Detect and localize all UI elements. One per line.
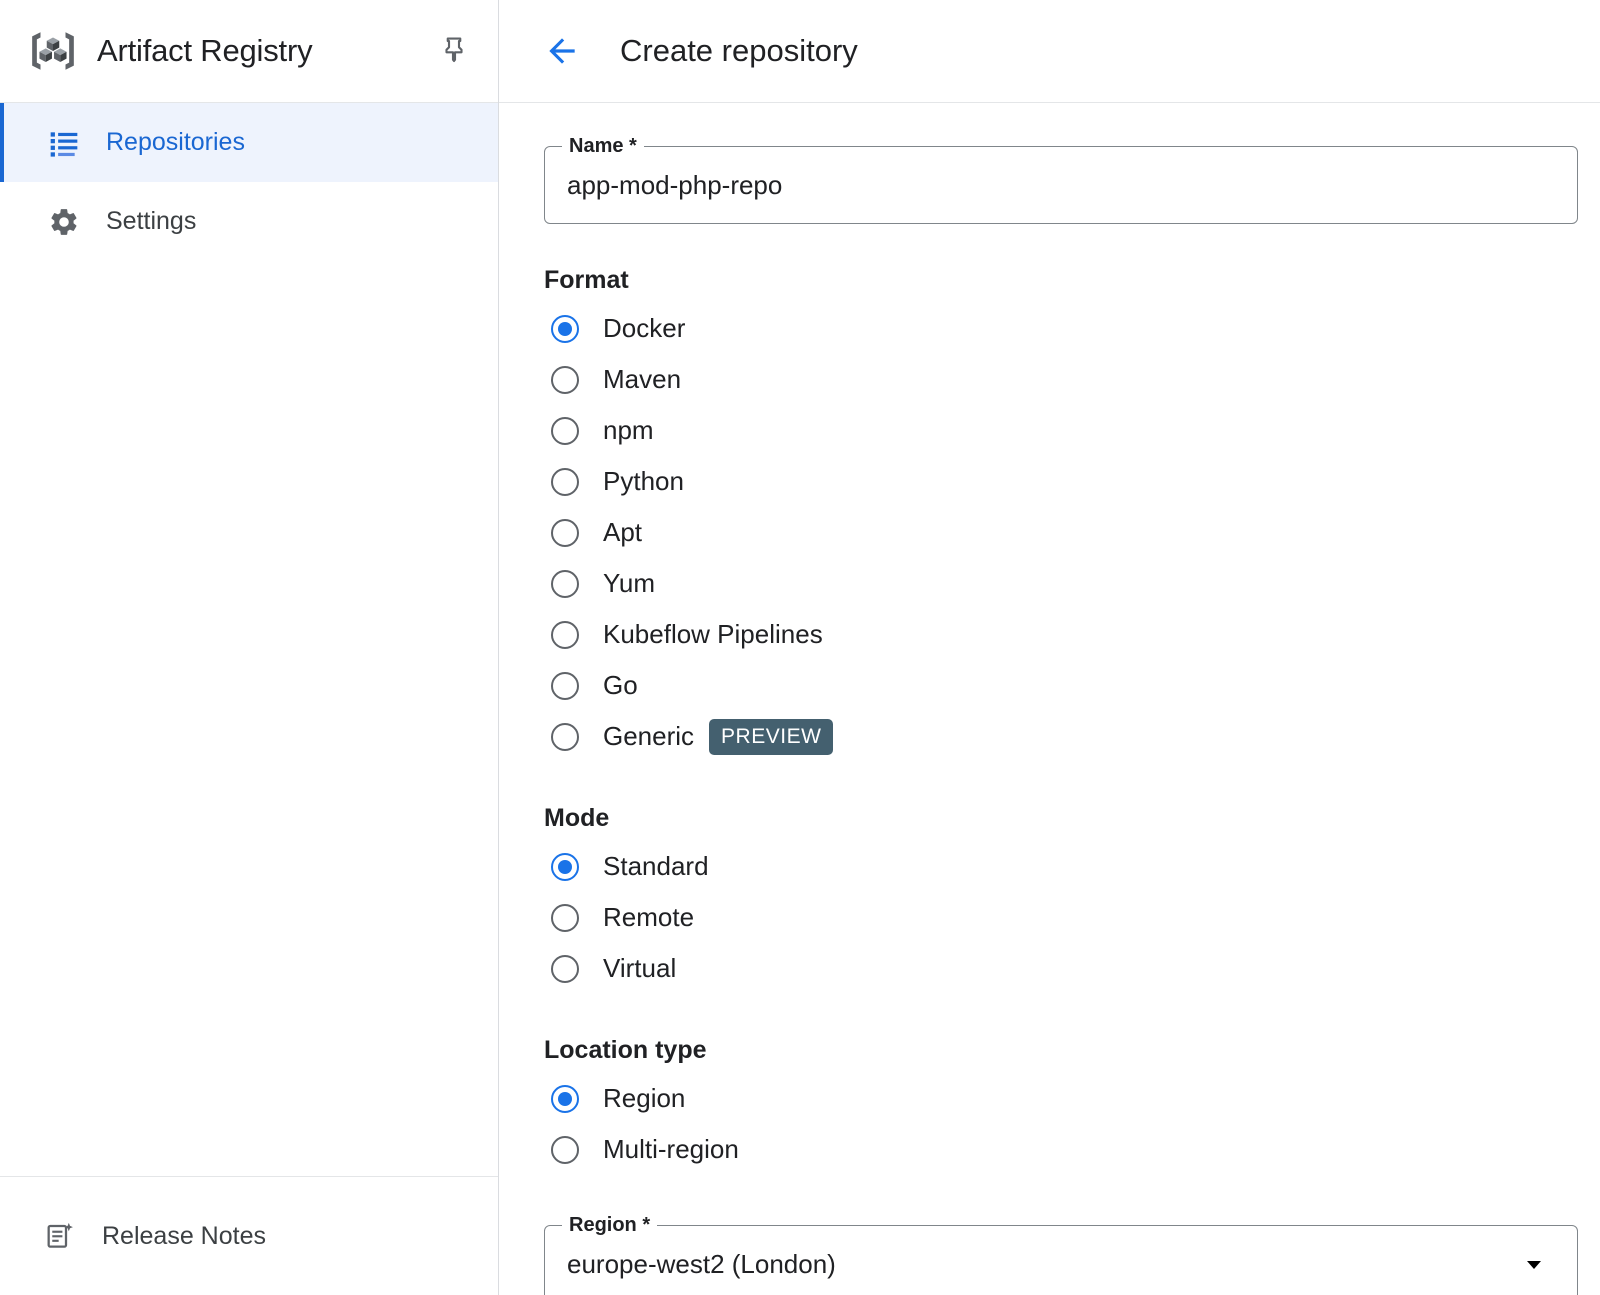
mode-group-label: Mode [544,804,610,832]
artifact-registry-logo-icon [26,24,80,78]
name-field[interactable]: Name * [544,134,1578,224]
format-option-kubeflow-pipelines[interactable]: Kubeflow Pipelines [544,609,1578,660]
release-notes-label: Release Notes [102,1221,266,1250]
format-option-label: Python [603,466,684,496]
radio-icon[interactable] [551,671,579,700]
sidebar-item-label: Repositories [106,128,245,156]
region-select[interactable]: Region * europe-west2 (London) [544,1213,1578,1295]
product-title: Artifact Registry [97,33,313,68]
mode-option-virtual[interactable]: Virtual [544,943,1578,994]
format-option-label: Kubeflow Pipelines [603,619,823,649]
format-option-label: Maven [603,364,682,394]
release-notes-item[interactable]: Release Notes [0,1176,498,1295]
format-option-docker[interactable]: Docker [544,303,1578,354]
mode-option-label: Remote [603,902,695,932]
location-type-group-label: Location type [544,1036,707,1064]
radio-icon[interactable] [551,314,579,343]
mode-option-label: Virtual [603,953,677,983]
radio-icon[interactable] [551,852,579,881]
mode-option-label: Standard [603,851,709,881]
format-option-maven[interactable]: Maven [544,354,1578,405]
gear-icon [46,204,82,240]
location-type-option-multi-region[interactable]: Multi-region [544,1124,1578,1175]
mode-option-remote[interactable]: Remote [544,892,1578,943]
main-content: Create repository Name * Format Docker M… [499,0,1600,1295]
location-type-option-label: Multi-region [603,1134,739,1164]
page-header: Create repository [499,0,1600,103]
sidebar-item-repositories[interactable]: Repositories [0,103,498,182]
format-option-label: Yum [603,568,656,598]
mode-option-standard[interactable]: Standard [544,841,1578,892]
format-option-npm[interactable]: npm [544,405,1578,456]
list-icon [46,125,82,161]
region-field-legend: Region * [562,1213,658,1237]
format-option-label: Generic [603,721,695,751]
name-field-legend: Name * [562,134,644,158]
format-group: Format Docker Maven npm Python [544,265,1578,762]
sidebar-header: Artifact Registry [0,0,498,103]
format-option-go[interactable]: Go [544,660,1578,711]
format-option-apt[interactable]: Apt [544,507,1578,558]
release-notes-icon [42,1218,78,1254]
format-option-label: Apt [603,517,643,547]
create-repository-form: Name * Format Docker Maven npm [499,103,1600,1295]
pin-icon[interactable] [432,29,476,73]
region-field-wrap: Region * europe-west2 (London) [544,1213,1578,1295]
format-option-label: Go [603,670,638,700]
format-option-yum[interactable]: Yum [544,558,1578,609]
mode-group: Mode Standard Remote Virtual [544,803,1578,994]
radio-icon[interactable] [551,569,579,598]
radio-icon[interactable] [551,1135,579,1164]
radio-icon[interactable] [551,518,579,547]
radio-icon[interactable] [551,416,579,445]
format-group-label: Format [544,266,629,294]
region-selected-value: europe-west2 (London) [567,1248,836,1279]
name-input[interactable] [567,169,1555,201]
radio-icon[interactable] [551,365,579,394]
sidebar-spacer [0,261,498,1176]
radio-icon[interactable] [551,1084,579,1113]
sidebar: Artifact Registry [0,0,499,1295]
format-option-python[interactable]: Python [544,456,1578,507]
format-option-label: Docker [603,313,686,343]
sidebar-nav: Repositories Settings [0,103,498,261]
preview-badge: PREVIEW [709,718,834,755]
radio-icon[interactable] [551,722,579,751]
radio-icon[interactable] [551,903,579,932]
chevron-down-icon[interactable] [1521,1251,1547,1277]
location-type-option-region[interactable]: Region [544,1073,1578,1124]
sidebar-item-settings[interactable]: Settings [0,182,498,261]
radio-icon[interactable] [551,467,579,496]
radio-icon[interactable] [551,620,579,649]
format-option-generic[interactable]: Generic PREVIEW [544,711,1578,762]
radio-icon[interactable] [551,954,579,983]
location-type-group: Location type Region Multi-region [544,1035,1578,1175]
arrow-left-icon[interactable] [537,26,587,76]
format-option-label: npm [603,415,654,445]
page-title: Create repository [620,33,858,68]
location-type-option-label: Region [603,1083,686,1113]
sidebar-item-label: Settings [106,207,197,235]
